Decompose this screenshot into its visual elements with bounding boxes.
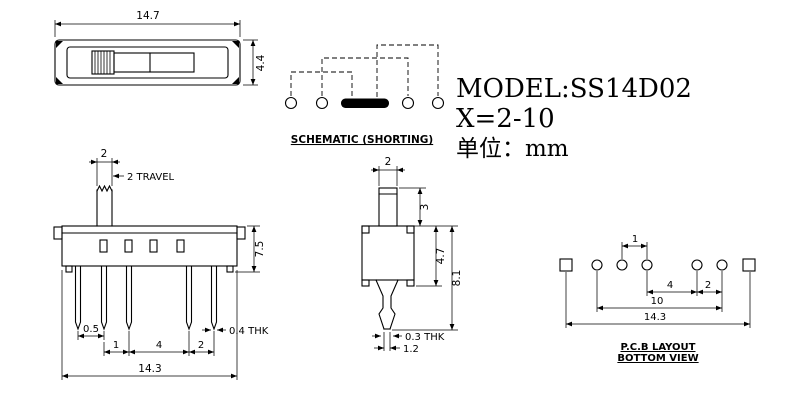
- mount-pad-square: [742, 258, 756, 272]
- dim-side-overall-height: 8.1: [451, 270, 463, 287]
- pad-hole: [691, 259, 703, 271]
- pcb-view: 1 4 2 10 14.3 P.C.B LAYOUT BOTTOM VIEW: [559, 234, 756, 364]
- bottom-view-label: BOTTOM VIEW: [617, 353, 698, 364]
- dim-pcb-span: 10: [651, 296, 664, 307]
- dim-pcb-hole-offset: 1: [632, 234, 638, 245]
- dim-front-overall-width: 14.3: [138, 363, 161, 375]
- dim-front-pitch-4: 4: [156, 340, 162, 351]
- terminal-circle: [315, 96, 329, 110]
- dim-side-body-height: 4.7: [435, 248, 447, 265]
- pin: [100, 265, 108, 331]
- corner-mark-icon: [56, 41, 63, 48]
- dim-side-pin-thickness: 0.3 THK: [405, 332, 445, 343]
- terminal-circle: [284, 96, 298, 110]
- dim-pcb-overall: 14.3: [644, 312, 666, 323]
- schematic-label: SCHEMATIC (SHORTING): [291, 134, 433, 146]
- corner-mark-icon: [232, 41, 239, 48]
- dim-front-pin-gap: 0.5: [83, 324, 99, 335]
- dim-topview-height: 4.4: [255, 54, 267, 71]
- dim-front-knob-width: 2: [101, 148, 108, 160]
- pin: [125, 265, 133, 331]
- dim-side-knob-height: 3: [419, 204, 431, 211]
- terminal-circle: [401, 96, 415, 110]
- shorting-slider-bar: [341, 98, 389, 108]
- dim-side-pin-width: 1.2: [403, 344, 419, 355]
- corner-mark-icon: [56, 77, 63, 84]
- dim-topview-width: 14.7: [136, 10, 159, 22]
- dim-front-pitch-2: 2: [198, 340, 204, 351]
- dim-front-travel: 2 TRAVEL: [127, 172, 175, 183]
- corner-mark-icon: [232, 77, 239, 84]
- position-range: X=2-10: [456, 104, 555, 134]
- dim-pcb-pitch-4: 4: [667, 280, 673, 291]
- side-view: 2 3 4.7 8.1 0.3 THK 1.2: [361, 156, 463, 355]
- front-view: 2 2 TRAVEL 0.5 1 4 2: [53, 148, 269, 380]
- model-number: MODEL:SS14D02: [456, 74, 692, 104]
- top-view: 14.7 4.4: [54, 10, 267, 86]
- dim-side-knob-width: 2: [385, 156, 392, 168]
- mount-pad-square: [559, 258, 573, 272]
- terminal-circle: [431, 96, 445, 110]
- title-block: MODEL:SS14D02 X=2-10 单位：mm: [456, 74, 692, 162]
- dim-front-thickness: 0.4 THK: [229, 326, 269, 337]
- pad-hole: [591, 259, 603, 271]
- schematic-view: SCHEMATIC (SHORTING): [284, 44, 445, 146]
- pin: [210, 265, 218, 331]
- unit-label: 单位：mm: [456, 136, 569, 162]
- dim-pcb-pitch-2: 2: [705, 280, 711, 291]
- pad-hole: [641, 259, 653, 271]
- pcb-layout-label: P.C.B LAYOUT: [620, 342, 695, 353]
- pad-hole: [716, 259, 728, 271]
- dim-front-height: 7.5: [254, 241, 266, 258]
- pad-hole: [616, 259, 628, 271]
- dim-front-pitch-1: 1: [113, 340, 119, 351]
- pin: [185, 265, 193, 331]
- pin: [74, 265, 82, 331]
